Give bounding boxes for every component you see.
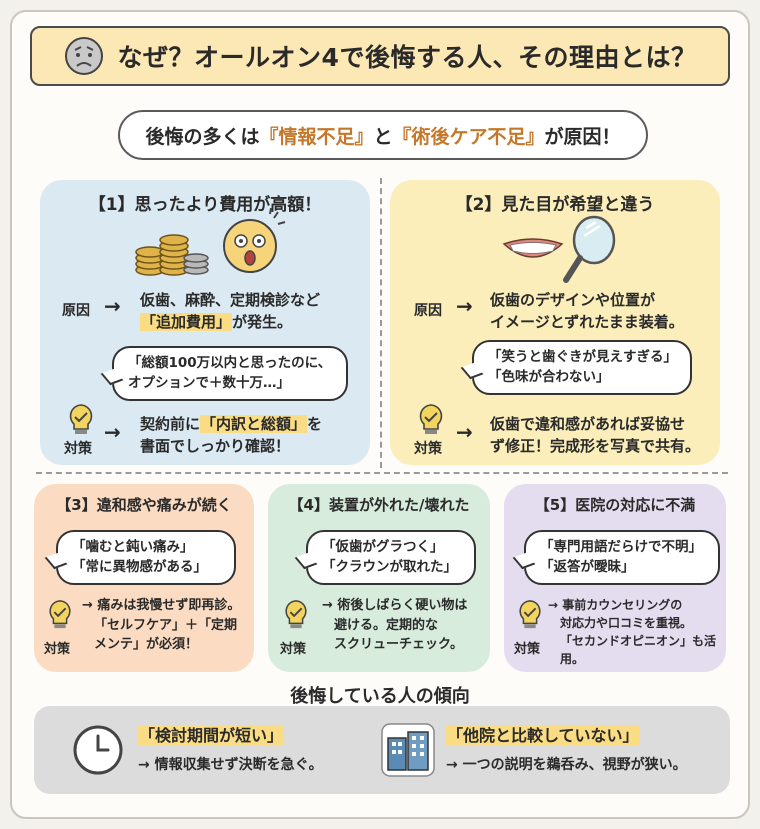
solution-text: → 痛みは我慢せず即再診。 「セルフケア」＋「定期 メンテ」が必須！	[82, 596, 240, 655]
quote-line-1: 「仮歯がグラつく」	[322, 539, 444, 555]
solution-label: 対策	[414, 441, 442, 457]
quote-bubble: 「笑うと歯ぐきが見えすぎる」 「色味が合わない」	[460, 340, 692, 396]
solution-text: → 術後しばらく硬い物は 避ける。定期的な スクリューチェック。	[322, 596, 467, 655]
quote-line-2: オプションで＋数十万…」	[128, 374, 290, 391]
card-title: 【2】見た目が希望と違う	[455, 195, 655, 215]
lightbulb-icon	[519, 600, 541, 629]
trend-desc-1: → 情報収集せず決断を急ぐ。	[138, 757, 323, 773]
subtitle-highlight-2: 『術後ケア不足』	[392, 125, 545, 148]
lightbulb-icon	[419, 404, 443, 434]
buildings-icon	[381, 723, 435, 777]
subtitle-prefix: 後悔の多くは	[145, 125, 260, 148]
coins-icon	[135, 234, 209, 276]
lightbulb-icon	[69, 404, 93, 434]
solution-line-3: 「セカンドオピニオン」も活用。	[560, 634, 717, 666]
cause-line-1: 仮歯のデザインや位置が	[490, 291, 656, 309]
cause-label: 原因	[62, 303, 90, 319]
trend-item-2: 「他院と比較していない」 → 一つの説明を鵜呑み、視野が狭い。	[446, 722, 687, 774]
solution-line-2: ず修正！完成形を写真で共有。	[490, 436, 701, 455]
clock-icon	[73, 725, 123, 775]
solution-prefix: 契約前に	[140, 415, 201, 433]
solution-text: 契約前に「内訳と総額」を 書面でしっかり確認！	[140, 414, 322, 458]
trend-title-1: 「検討期間が短い」	[138, 722, 323, 746]
solution-suffix: を	[307, 415, 323, 433]
card-title: 【4】装置が外れた/壊れた	[288, 496, 470, 514]
trend-highlight-1: 「検討期間が短い」	[138, 726, 285, 745]
card-title: 【1】思ったより費用が高額！	[88, 195, 322, 215]
subtitle-middle: と	[373, 125, 393, 148]
trend-highlight-2: 「他院と比較していない」	[446, 726, 640, 745]
card-title: 【3】違和感や痛みが続く	[56, 496, 232, 514]
solution-line-1: 仮歯で違和感があれば妥協せ	[490, 415, 686, 433]
subtitle-pill: 後悔の多くは 『情報不足』 と 『術後ケア不足』 が原因！	[118, 110, 648, 160]
solution-highlight: 「内訳と総額」	[200, 415, 308, 433]
arrow-icon: →	[456, 420, 473, 444]
arrow-icon: →	[104, 420, 121, 444]
teeth-smile-icon	[502, 238, 564, 258]
card-device-broken: 【4】装置が外れた/壊れた 「仮歯がグラつく」 「クラウンが取れた」 対策 → …	[268, 484, 490, 672]
solution-text: → 事前カウンセリングの 対応力や口コミを重視。 「セカンドオピニオン」も活用。	[548, 596, 726, 668]
card-title: 【5】医院の対応に不満	[534, 496, 696, 514]
quote-bubble: 「総額100万以内と思ったのに、 オプションで＋数十万…」	[100, 346, 348, 402]
subtitle-highlight-1: 『情報不足』	[259, 125, 374, 148]
cause-highlight: 「追加費用」	[140, 312, 233, 331]
solution-line-1: → 痛みは我慢せず即再診。	[82, 598, 241, 613]
solution-line-2: 対応力や口コミを重視。	[560, 616, 693, 630]
cause-line-1: 仮歯、麻酔、定期検診など	[140, 291, 321, 309]
card-clinic-response: 【5】医院の対応に不満 「専門用語だらけで不明」 「返答が曖昧」 対策 → 事前…	[504, 484, 726, 672]
quote-line-2: 「クラウンが取れた」	[322, 558, 457, 575]
solution-label: 対策	[64, 441, 92, 457]
card-appearance: 【2】見た目が希望と違う 原因 → 仮歯のデザインや位置が イメージとずれたまま…	[390, 180, 720, 465]
trends-title: 後悔している人の傾向	[290, 686, 470, 707]
trends-box: 「検討期間が短い」 → 情報収集せず決断を急ぐ。 「他院と比較していない」 → …	[34, 706, 730, 794]
solution-label: 対策	[514, 642, 541, 657]
cause-line-2-suffix: が発生。	[232, 312, 293, 331]
divider	[380, 178, 382, 468]
solution-line-1: → 術後しばらく硬い物は	[322, 598, 468, 613]
cause-text: 仮歯のデザインや位置が イメージとずれたまま装着。	[490, 290, 684, 334]
solution-line-3: メンテ」が必須！	[94, 637, 199, 652]
divider	[36, 472, 728, 474]
arrow-icon: →	[104, 294, 121, 318]
solution-line-3: スクリューチェック。	[334, 637, 463, 652]
quote-line-1: 「総額100万以内と思ったのに、	[128, 355, 332, 371]
quote-bubble: 「噛むと鈍い痛み」 「常に異物感がある」	[44, 530, 236, 586]
solution-line-1: → 事前カウンセリングの	[548, 598, 683, 612]
cause-line-2: イメージとずれたまま装着。	[490, 312, 684, 331]
trend-title-2: 「他院と比較していない」	[446, 722, 687, 746]
lightbulb-icon	[49, 600, 71, 629]
quote-line-2: 「色味が合わない」	[488, 368, 610, 385]
quote-bubble: 「仮歯がグラつく」 「クラウンが取れた」	[294, 530, 476, 586]
quote-line-2: 「常に異物感がある」	[72, 558, 207, 575]
solution-line-2: 避ける。定期的な	[334, 617, 439, 633]
subtitle-suffix: が原因！	[544, 125, 621, 148]
solution-line-2: 書面でしっかり確認！	[140, 436, 291, 455]
cause-label: 原因	[414, 303, 442, 319]
page-title: なぜ？オールオン4で後悔する人、その理由とは？	[117, 43, 697, 72]
trend-item-1: 「検討期間が短い」 → 情報収集せず決断を急ぐ。	[138, 722, 323, 774]
quote-line-1: 「噛むと鈍い痛み」	[72, 539, 194, 555]
solution-label: 対策	[44, 642, 71, 657]
card-cost: 【1】思ったより費用が高額！ 原因 → 仮歯、麻酔、定期検診など 「追加費用」が…	[40, 180, 370, 465]
lightbulb-icon	[285, 600, 307, 629]
worried-face-icon	[64, 37, 103, 75]
title-banner: なぜ？オールオン4で後悔する人、その理由とは？	[30, 26, 730, 86]
quote-line-1: 「笑うと歯ぐきが見えすぎる」	[488, 349, 677, 365]
solution-label: 対策	[280, 642, 307, 657]
quote-line-2: 「返答が曖昧」	[540, 558, 635, 575]
arrow-icon: →	[456, 294, 473, 318]
trend-desc-2: → 一つの説明を鵜呑み、視野が狭い。	[446, 757, 687, 773]
shocked-face-icon	[223, 208, 286, 273]
quote-line-1: 「専門用語だらけで不明」	[540, 539, 702, 555]
quote-bubble: 「専門用語だらけで不明」 「返答が曖昧」	[512, 530, 720, 586]
card-discomfort: 【3】違和感や痛みが続く 「噛むと鈍い痛み」 「常に異物感がある」 対策 → 痛…	[34, 484, 254, 672]
cause-text: 仮歯、麻酔、定期検診など 「追加費用」が発生。	[140, 290, 320, 334]
hand-mirror-icon	[563, 215, 616, 283]
solution-text: 仮歯で違和感があれば妥協せ ず修正！完成形を写真で共有。	[490, 414, 700, 458]
solution-line-2: 「セルフケア」＋「定期	[94, 617, 238, 633]
